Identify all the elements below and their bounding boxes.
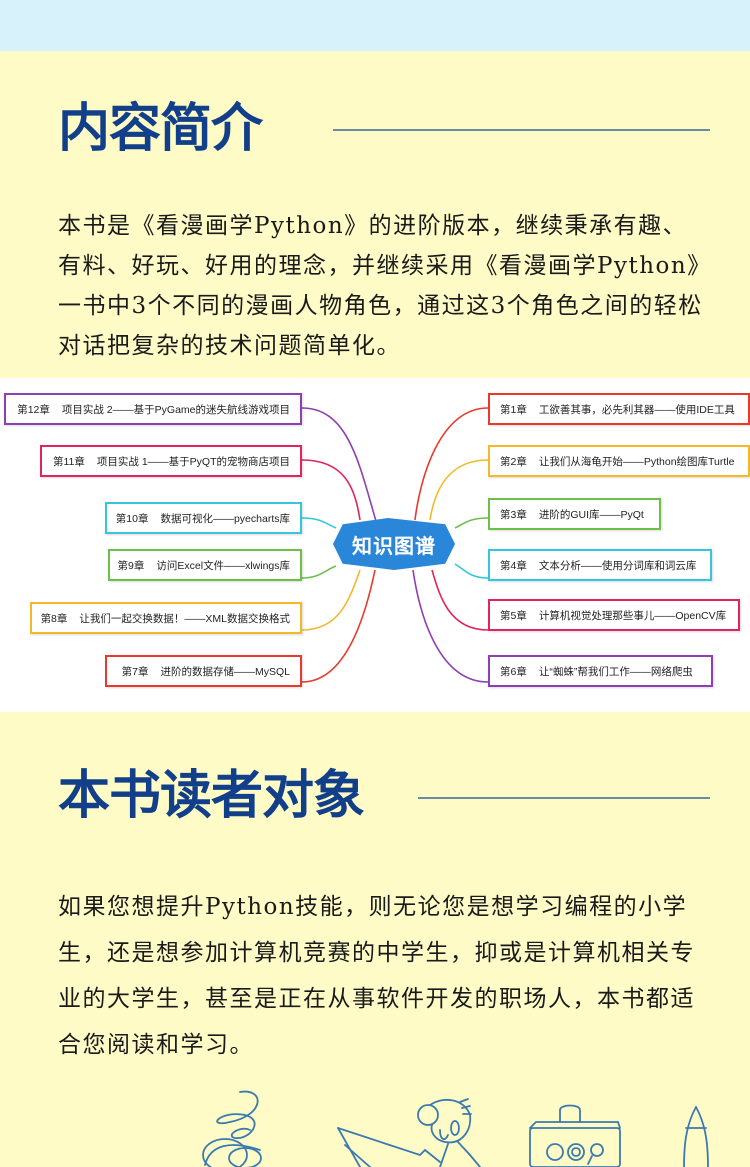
chapter-number: 第6章 (500, 665, 527, 678)
chapter-number: 第4章 (500, 559, 527, 572)
chapter-number: 第9章 (117, 559, 145, 572)
chapter-title: 文本分析——使用分词库和词云库 (538, 559, 697, 572)
mindmap-node-chapter-5: 第5章 计算机视觉处理那些事儿——OpenCV库 (488, 599, 740, 631)
cartoon-character-icon (337, 1098, 481, 1167)
chapter-number: 第5章 (500, 609, 527, 622)
mindmap-node-chapter-3: 第3章 进阶的GUI库——PyQt (488, 498, 661, 530)
chapter-number: 第7章 (121, 665, 149, 678)
knowledge-mindmap: 第12章 项目实战 2——基于PyGame的迷失航线游戏项目 第11章 项目实战… (0, 378, 750, 712)
mindmap-node-chapter-4: 第4章 文本分析——使用分词库和词云库 (488, 549, 712, 581)
mindmap-node-chapter-7: 第7章 进阶的数据存储——MySQL (105, 655, 302, 687)
intro-heading: 内容简介 (58, 99, 263, 159)
chapter-number: 第1章 (500, 403, 527, 416)
top-band (0, 0, 750, 51)
chapter-title: 让我们一起交换数据！——XML数据交换格式 (79, 612, 290, 625)
mindmap-node-chapter-2: 第2章 让我们从海龟开始——Python绘图库Turtle (488, 445, 750, 477)
chapter-title: 访问Excel文件——xlwings库 (156, 559, 290, 572)
mindmap-node-chapter-9: 第9章 访问Excel文件——xlwings库 (108, 549, 302, 581)
cartoon-illustration (202, 1090, 709, 1167)
mindmap-connectors (301, 407, 489, 683)
chapter-number: 第12章 (17, 403, 50, 416)
chapter-title: 计算机视觉处理那些事儿——OpenCV库 (538, 609, 727, 622)
rocket-icon (683, 1106, 709, 1167)
chapter-title: 进阶的数据存储——MySQL (160, 665, 290, 678)
audience-paragraph: 如果您想提升Python技能，则无论您是想学习编程的小学生，还是想参加计算机竞赛… (58, 894, 695, 1058)
audience-section-background (0, 714, 750, 1167)
chapter-number: 第11章 (53, 455, 85, 468)
mindmap-node-chapter-11: 第11章 项目实战 1——基于PyQT的宠物商店项目 (40, 445, 302, 477)
intro-heading-rule (333, 129, 710, 131)
spring-coil-icon (202, 1090, 262, 1167)
intro-paragraph: 本书是《看漫画学Python》的进阶版本，继续秉承有趣、有料、好玩、好用的理念，… (58, 213, 703, 359)
chapter-number: 第3章 (500, 508, 527, 521)
chapter-title: 项目实战 2——基于PyGame的迷失航线游戏项目 (61, 403, 290, 416)
chapter-title: 数据可视化——pyecharts库 (160, 512, 290, 525)
chapter-number: 第8章 (40, 612, 68, 625)
audience-heading: 本书读者对象 (58, 766, 365, 826)
mindmap-node-chapter-8: 第8章 让我们一起交换数据！——XML数据交换格式 (30, 602, 302, 634)
mindmap-node-chapter-1: 第1章 工欲善其事，必先利其器——使用IDE工具 (488, 393, 750, 425)
intro-section-background (0, 51, 750, 378)
mindmap-center-node: 知识图谱 (333, 518, 455, 570)
chapter-title: 让“蜘蛛”帮我们工作——网络爬虫 (538, 665, 693, 678)
chapter-title: 工欲善其事，必先利其器——使用IDE工具 (538, 403, 735, 416)
chapter-number: 第2章 (500, 455, 527, 468)
chapter-title: 让我们从海龟开始——Python绘图库Turtle (538, 455, 735, 468)
chapter-number: 第10章 (115, 512, 149, 525)
chapter-title: 进阶的GUI库——PyQt (538, 508, 644, 521)
chapter-title: 项目实战 1——基于PyQT的宠物商店项目 (96, 455, 290, 468)
audience-heading-rule (418, 797, 710, 799)
mindmap-node-chapter-10: 第10章 数据可视化——pyecharts库 (105, 502, 302, 534)
radio-box-icon (529, 1104, 621, 1167)
mindmap-node-chapter-12: 第12章 项目实战 2——基于PyGame的迷失航线游戏项目 (4, 393, 302, 425)
mindmap-node-chapter-6: 第6章 让“蜘蛛”帮我们工作——网络爬虫 (488, 655, 713, 687)
